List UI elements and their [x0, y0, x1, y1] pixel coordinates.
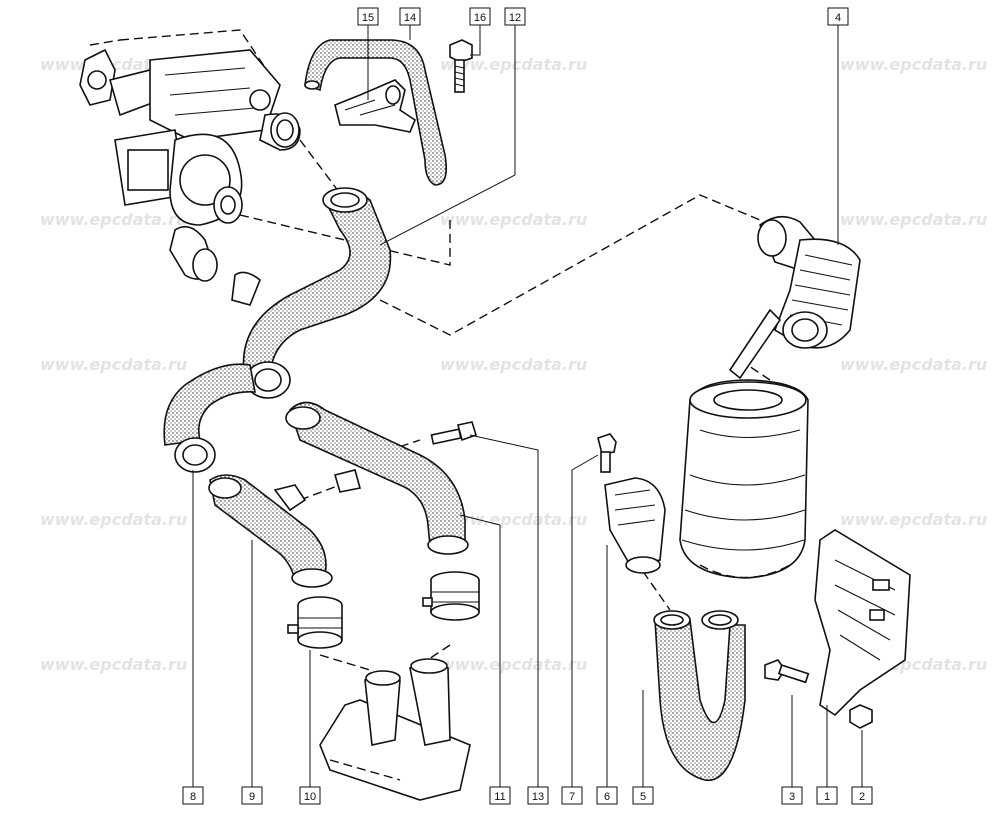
intercooler-pipe [285, 401, 469, 555]
hose-clamp-11 [422, 571, 480, 621]
svg-text:8: 8 [190, 791, 196, 803]
svg-text:4: 4 [835, 12, 841, 24]
callout-6: 6 [596, 786, 618, 805]
hose-bracket [334, 79, 416, 133]
watermark: www.epcdata.ru [40, 655, 187, 674]
callout-3: 3 [781, 786, 803, 805]
bolt-3 [764, 659, 810, 684]
watermark: www.epcdata.ru [440, 210, 587, 229]
svg-text:12: 12 [509, 12, 521, 24]
callout-13: 13 [527, 786, 549, 805]
callout-11: 11 [489, 786, 511, 805]
callout-10: 10 [299, 786, 321, 805]
watermark: www.epcdata.ru [840, 355, 987, 374]
bolt-16 [449, 39, 473, 93]
callout-labels: 15 14 16 12 4 8 9 10 [182, 7, 873, 805]
svg-text:2: 2 [859, 791, 865, 803]
callout-16: 16 [469, 7, 491, 26]
callout-15: 15 [357, 7, 379, 26]
svg-text:5: 5 [640, 791, 646, 803]
hose-clamp-10 [287, 596, 343, 649]
turbocharger-icon [79, 48, 301, 306]
bolt-7 [597, 433, 617, 473]
watermark: www.epcdata.ru [840, 210, 987, 229]
svg-text:15: 15 [362, 12, 374, 24]
intermediate-pipe [208, 474, 333, 588]
callout-2: 2 [851, 786, 873, 805]
leader-lines [192, 25, 863, 787]
watermark: www.epcdata.ru [40, 355, 187, 374]
svg-text:6: 6 [604, 791, 610, 803]
svg-text:14: 14 [404, 12, 416, 24]
callout-1: 1 [816, 786, 838, 805]
watermark: www.epcdata.ru [40, 210, 187, 229]
svg-text:16: 16 [474, 12, 486, 24]
callout-4: 4 [827, 7, 849, 26]
nut-2 [849, 704, 873, 729]
svg-text:7: 7 [569, 791, 575, 803]
air-intake-duct [728, 215, 861, 380]
air-duct-connector [604, 477, 666, 574]
callout-9: 9 [241, 786, 263, 805]
callout-12: 12 [504, 7, 526, 26]
breather-hose [304, 39, 448, 186]
svg-text:13: 13 [532, 791, 544, 803]
watermark: www.epcdata.ru [840, 55, 987, 74]
svg-text:3: 3 [789, 791, 795, 803]
callout-14: 14 [399, 7, 421, 26]
callout-7: 7 [561, 786, 583, 805]
watermark: www.epcdata.ru [440, 55, 587, 74]
watermark: www.epcdata.ru [840, 510, 987, 529]
svg-text:10: 10 [304, 791, 316, 803]
filter-mounting-bracket [814, 529, 911, 717]
svg-text:11: 11 [494, 791, 505, 803]
bolt-13 [430, 421, 477, 445]
intake-manifold-icon [319, 658, 471, 801]
svg-text:1: 1 [824, 791, 830, 803]
air-filter-housing-icon [679, 379, 809, 579]
watermark: www.epcdata.ru [440, 510, 587, 529]
callout-5: 5 [632, 786, 654, 805]
charge-air-hose [242, 187, 392, 399]
flexible-intake-hose [653, 610, 746, 781]
callout-8: 8 [182, 786, 204, 805]
watermark: www.epcdata.ru [40, 510, 187, 529]
watermark: www.epcdata.ru [440, 655, 587, 674]
svg-text:9: 9 [249, 791, 255, 803]
watermark: www.epcdata.ru [440, 355, 587, 374]
turbo-outlet-hose [163, 363, 256, 473]
